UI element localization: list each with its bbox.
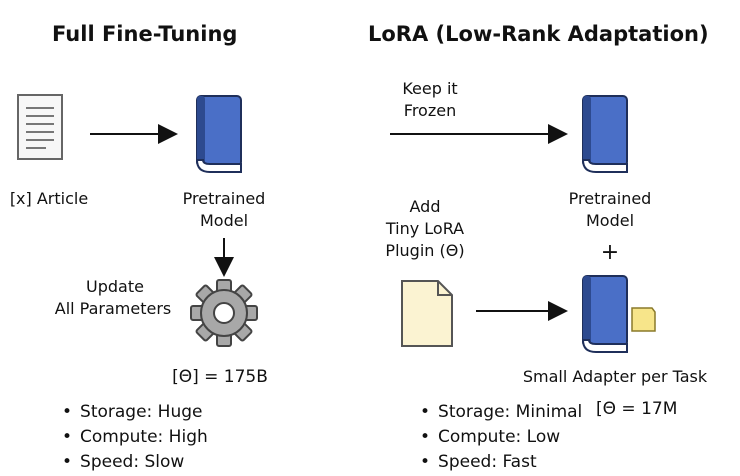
full-params-count: [Θ] = 175B (172, 367, 268, 387)
pretrained-model-label-line2: Model (199, 211, 249, 230)
pretrained-model-label-line1: Pretrained (182, 189, 266, 208)
adapter-book-icon (581, 275, 628, 353)
plugin-label-line2: Tiny LoRA (385, 219, 465, 238)
stat-compute: Compute: Low (420, 425, 582, 450)
stat-storage: Storage: Huge (62, 400, 208, 425)
plus-sign: + (600, 240, 620, 265)
gear-icon (190, 279, 258, 347)
lora-pretrained-model-label-line2: Model (585, 211, 635, 230)
adapter-label: Small Adapter per Task (522, 367, 708, 386)
sticky-note-icon (631, 307, 656, 332)
update-label-line2: All Parameters (54, 299, 172, 318)
lora-title: LoRA (Low-Rank Adaptation) (368, 22, 709, 46)
article-label: [x] Article (9, 189, 89, 208)
stat-compute: Compute: High (62, 425, 208, 450)
lora-stats: Storage: Minimal Compute: Low Speed: Fas… (420, 400, 582, 475)
lora-plugin-page-icon (401, 280, 453, 347)
lora-pretrained-model-book-icon (581, 95, 628, 173)
full-finetuning-title: Full Fine-Tuning (52, 22, 238, 46)
keep-frozen-label-line2: Frozen (403, 101, 457, 120)
pretrained-model-book-icon (195, 95, 242, 173)
stat-speed: Speed: Fast (420, 450, 582, 475)
keep-frozen-label-line1: Keep it (402, 79, 458, 98)
stat-speed: Speed: Slow (62, 450, 208, 475)
article-document-icon (17, 94, 63, 160)
lora-pretrained-model-label-line1: Pretrained (568, 189, 652, 208)
plugin-label-line3: Plugin (Θ) (385, 241, 465, 260)
update-label-line1: Update (86, 277, 144, 296)
plugin-label-line1: Add (409, 197, 441, 216)
lora-params-count: [Θ = 17M (596, 399, 678, 419)
full-finetuning-stats: Storage: Huge Compute: High Speed: Slow (62, 400, 208, 475)
stat-storage: Storage: Minimal (420, 400, 582, 425)
